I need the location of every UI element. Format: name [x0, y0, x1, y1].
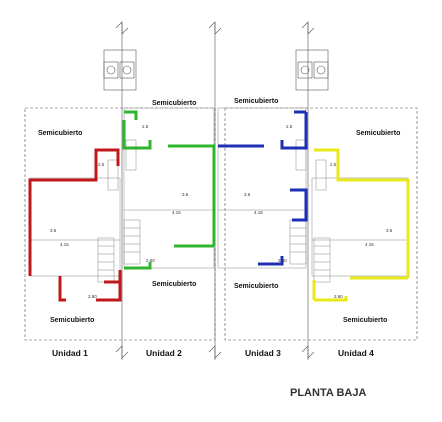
semicubierto-label: Semicubierto — [50, 317, 94, 324]
dimension-label: 3.6 — [386, 228, 393, 233]
interior-walls — [29, 107, 409, 283]
unit3-walls — [218, 110, 308, 266]
dimension-label: 3.6 — [182, 192, 189, 197]
semicubierto-label: Semicubierto — [343, 317, 387, 324]
dimension-labels: 4.15 4.15 4.15 4.15 3.6 3.6 3.6 3.6 2.60… — [50, 124, 393, 299]
semicubierto-label: Semicubierto — [356, 130, 400, 137]
dimension-label: 2.5 — [98, 162, 105, 167]
semicubierto-label: Semicubierto — [234, 283, 278, 290]
dimension-label: 3.6 — [244, 192, 251, 197]
unit-label: Unidad 4 — [338, 348, 374, 358]
semicubierto-label: Semicubierto — [234, 98, 278, 105]
semicubierto-label: Semicubierto — [152, 100, 196, 107]
dimension-label: 4.15 — [365, 242, 374, 247]
unit4-walls — [312, 148, 410, 302]
dimension-label: 3.6 — [50, 228, 57, 233]
semicubierto-labels: Semicubierto Semicubierto Semicubierto S… — [38, 98, 400, 324]
dimension-label: 2.5 — [330, 162, 337, 167]
unit-label: Unidad 1 — [52, 348, 88, 358]
dimension-label: 2.60 — [278, 258, 287, 263]
dimension-label: 2.60 — [88, 294, 97, 299]
unit-label: Unidad 2 — [146, 348, 182, 358]
dimension-label: 2.60 — [334, 294, 343, 299]
semicubierto-label: Semicubierto — [152, 281, 196, 288]
lot-boundary-right — [224, 107, 418, 341]
dimension-label: 4.15 — [172, 210, 181, 215]
division-lines — [115, 21, 315, 360]
dimension-label: 2.60 — [146, 258, 155, 263]
parking-blocks — [103, 49, 329, 91]
unit1-walls — [28, 148, 122, 302]
plan-title: PLANTA BAJA — [290, 387, 366, 399]
dimension-label: 4.15 — [254, 210, 263, 215]
unit-label: Unidad 3 — [245, 348, 281, 358]
dimension-label: 4.15 — [60, 242, 69, 247]
unit-labels: Unidad 1 Unidad 2 Unidad 3 Unidad 4 — [52, 348, 374, 358]
semicubierto-label: Semicubierto — [38, 130, 82, 137]
dimension-label: 2.5 — [142, 124, 149, 129]
unit2-walls — [122, 110, 216, 270]
dimension-label: 2.5 — [286, 124, 293, 129]
